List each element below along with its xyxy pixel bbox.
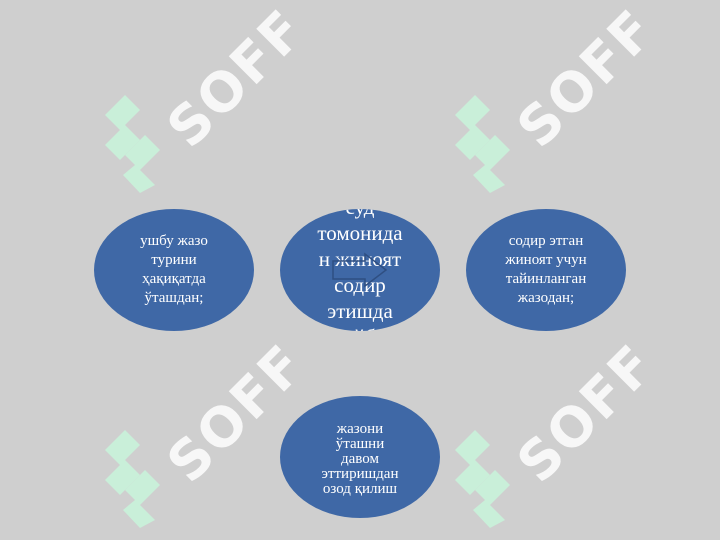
soff-logo-icon xyxy=(455,95,510,193)
node-bottom-ellipse: жазони ўташни давом эттиришдан озод қили… xyxy=(280,396,440,518)
node-center-ellipse: суд томонида н жиноят содир этишда айб xyxy=(280,209,440,331)
node-right-text: содир этган жиноят учун тайинланган жазо… xyxy=(505,233,587,306)
watermark-top-right: SOFF xyxy=(445,0,667,193)
watermark-text: SOFF xyxy=(155,0,318,160)
watermark-top-left: SOFF xyxy=(95,0,317,193)
node-left-text: ушбу жазо турини ҳақиқатда ўташдан; xyxy=(140,233,208,306)
node-right-ellipse: содир этган жиноят учун тайинланган жазо… xyxy=(466,209,626,331)
watermark-text: SOFF xyxy=(505,332,668,495)
watermark-bottom-left: SOFF xyxy=(95,332,317,528)
node-left-ellipse: ушбу жазо турини ҳақиқатда ўташдан; xyxy=(94,209,254,331)
soff-logo-icon xyxy=(105,95,160,193)
soff-logo-icon xyxy=(105,430,160,528)
node-bottom-text: жазони ўташни давом эттиришдан озод қили… xyxy=(321,420,399,497)
watermark-bottom-right: SOFF xyxy=(445,332,667,528)
watermark-text: SOFF xyxy=(505,0,668,160)
soff-logo-icon xyxy=(455,430,510,528)
node-center-text: суд томонида н жиноят содир этишда айб xyxy=(317,209,403,331)
